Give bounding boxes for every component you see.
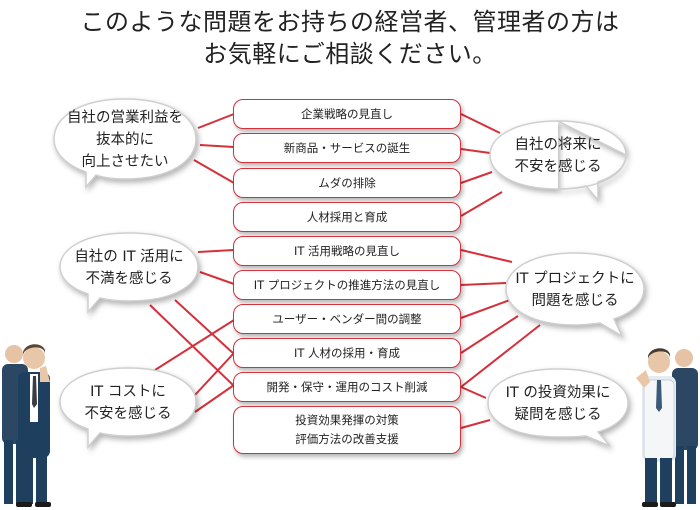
bubble-text: 不満を感じる — [85, 271, 173, 287]
connector — [460, 386, 487, 399]
bubble-text: 自社の将来に — [514, 137, 602, 153]
connector — [174, 299, 235, 355]
box-label: 開発・保守・運用のコスト削減 — [266, 379, 428, 394]
connector — [460, 113, 501, 134]
box-label: 評価方法の改善支援 — [295, 432, 399, 446]
box-label: ユーザー・ベンダー間の調整 — [272, 311, 422, 326]
connector — [460, 315, 519, 354]
speech-bubble-shape — [489, 120, 627, 203]
bubble-text: 問題を感じる — [531, 293, 619, 309]
box-user-vendor: ユーザー・ベンダー間の調整 — [233, 304, 461, 334]
bubble-investment: IT の投資効果に 疑問を感じる — [486, 366, 630, 447]
connector — [460, 282, 507, 286]
box-label: IT 人材の採用・育成 — [293, 345, 401, 360]
box-strategy-review: 企業戦略の見直し — [233, 99, 461, 129]
box-waste-elimination: ムダの排除 — [233, 168, 461, 198]
bubble-profit: 自社の営業利益を 抜本的に 向上させたい — [52, 95, 198, 190]
connector — [460, 191, 503, 217]
connector — [197, 249, 235, 253]
box-label: 人材採用と育成 — [306, 209, 388, 224]
box-label: 投資効果発揮の対策 — [295, 413, 399, 427]
box-new-products: 新商品・サービスの誕生 — [233, 133, 461, 163]
connector — [154, 319, 235, 371]
bubble-text: 向上させたい — [81, 154, 169, 170]
bubble-it-cost: IT コストに 不安を感じる — [58, 365, 198, 450]
box-hiring-training: 人材採用と育成 — [233, 202, 461, 232]
connector — [460, 419, 491, 429]
speech-bubble-shape — [505, 252, 645, 338]
title-line-2: お気軽にご相談ください。 — [203, 40, 497, 68]
bubble-future: 自社の将来に 不安を感じる — [488, 118, 628, 203]
bubble-text: IT プロジェクトに — [515, 271, 635, 287]
box-investment-effect: 投資効果発揮の対策 評価方法の改善支援 — [233, 406, 461, 454]
connector — [460, 249, 513, 263]
speech-bubble-shape — [59, 232, 199, 315]
bubble-text: 自社の IT 活用に — [74, 249, 184, 265]
connector — [460, 299, 511, 319]
speech-bubble-shape — [53, 98, 197, 190]
bubble-text: IT コストに — [90, 384, 166, 400]
box-it-talent: IT 人材の採用・育成 — [233, 338, 461, 368]
box-it-strategy: IT 活用戦略の見直し — [233, 236, 461, 266]
connector — [197, 113, 235, 129]
bubble-text: 不安を感じる — [84, 406, 172, 422]
connector — [194, 384, 235, 413]
bubble-text: 疑問を感じる — [514, 407, 602, 423]
bubble-text: 自社の営業利益を — [67, 110, 183, 126]
bubble-text: IT の投資効果に — [505, 385, 611, 401]
connector — [460, 171, 493, 184]
bubble-text: 不安を感じる — [514, 159, 602, 175]
connector — [199, 271, 235, 285]
box-label: 新商品・サービスの誕生 — [283, 140, 411, 155]
title-line-1: このような問題をお持ちの経営者、管理者の方は — [80, 8, 620, 36]
bubble-it-dissatisfied: 自社の IT 活用に 不満を感じる — [58, 230, 200, 315]
connector — [460, 148, 491, 154]
businessman-left-icon — [2, 344, 51, 507]
businessman-right-icon — [636, 348, 698, 507]
speech-bubble-shape — [487, 368, 629, 447]
box-label: ムダの排除 — [318, 175, 376, 190]
bubble-text: 抜本的に — [96, 132, 154, 148]
box-it-project-method: IT プロジェクトの推進方法の見直し — [233, 270, 461, 300]
page-title: このような問題をお持ちの経営者、管理者の方は お気軽にご相談ください。 — [0, 6, 700, 70]
box-cost-reduction: 開発・保守・運用のコスト削減 — [233, 372, 461, 402]
box-label: IT 活用戦略の見直し — [293, 243, 401, 258]
connector — [194, 352, 235, 396]
connector — [193, 159, 235, 184]
connector — [460, 324, 541, 388]
speech-bubble-shape — [59, 367, 197, 450]
bubble-it-project: IT プロジェクトに 問題を感じる — [504, 250, 646, 338]
box-label: 企業戦略の見直し — [301, 106, 393, 121]
connector — [199, 144, 235, 148]
box-label: IT プロジェクトの推進方法の見直し — [253, 277, 441, 292]
